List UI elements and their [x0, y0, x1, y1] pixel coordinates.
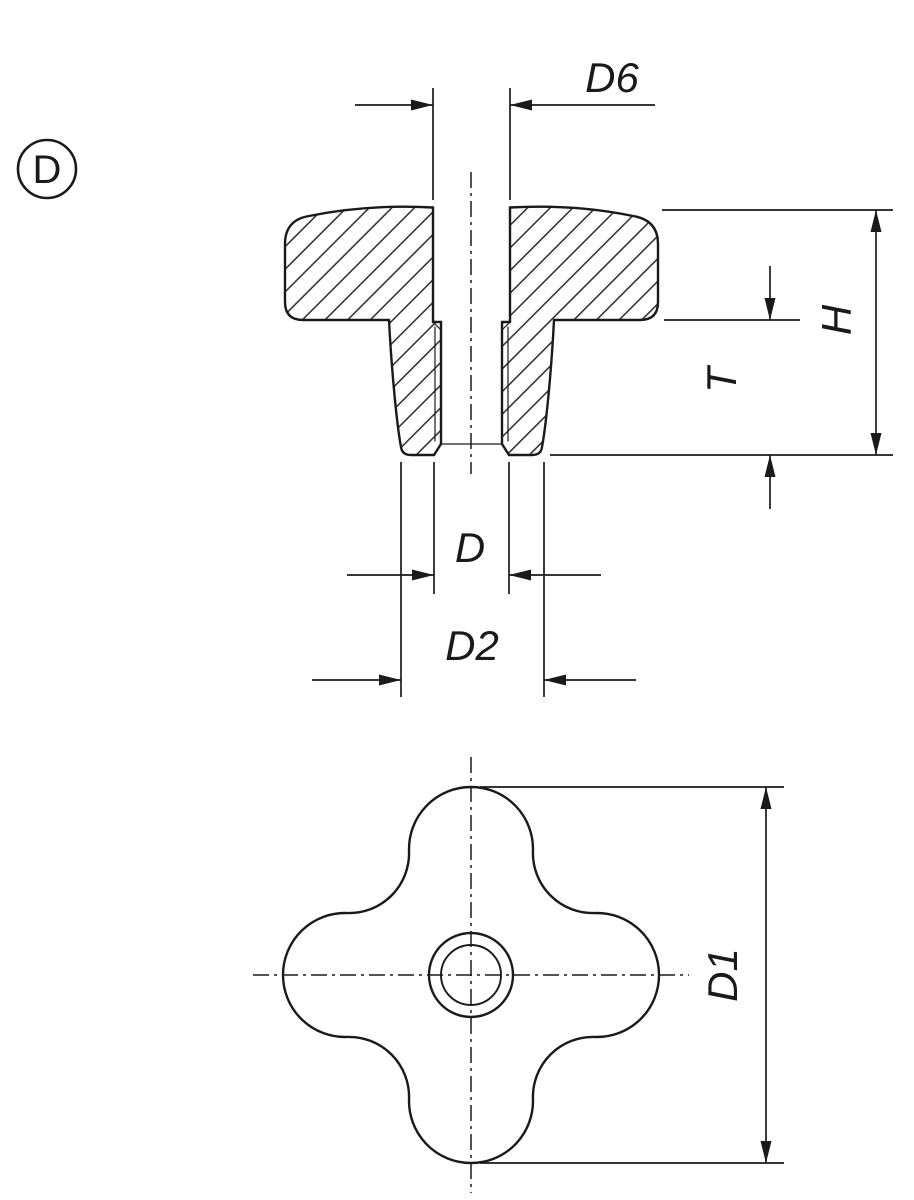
d1-arrow-bottom	[760, 1141, 772, 1163]
view-label-letter: D	[33, 148, 62, 192]
bore-bottom-chamfer-left	[432, 442, 443, 457]
view-label: D	[16, 138, 78, 200]
section-hatch-area	[285, 206, 658, 455]
t-arrow-bottom	[764, 455, 776, 477]
dim-label-d6: D6	[585, 54, 639, 101]
t-arrow-top	[764, 298, 776, 320]
h-arrow-top	[870, 210, 882, 232]
d2-arrow-right	[544, 674, 566, 686]
dim-label-d: D	[455, 524, 485, 571]
dimension-h: H	[550, 209, 893, 456]
bore-bottom-chamfer-right	[500, 442, 511, 457]
bore-inner-circle	[440, 944, 502, 1006]
d-arrow-right	[509, 569, 531, 581]
dim-label-d1: D1	[699, 948, 746, 1002]
dim-label-d2: D2	[445, 622, 499, 669]
d-arrow-left	[412, 569, 434, 581]
plan-view	[253, 757, 689, 1193]
section-view	[283, 172, 660, 474]
d6-arrow-left	[411, 99, 433, 111]
dimension-d: D	[347, 462, 601, 594]
section-outline-right	[507, 205, 660, 457]
dimension-t: T	[664, 266, 800, 509]
d2-arrow-left	[379, 674, 401, 686]
d1-arrow-top	[760, 787, 772, 809]
dimension-d6: D6	[355, 54, 655, 200]
dim-label-h: H	[813, 304, 860, 335]
dimension-d1: D1	[480, 786, 784, 1164]
view-label-circle	[16, 138, 78, 200]
section-outline-left	[283, 205, 436, 457]
d6-arrow-right	[510, 99, 532, 111]
bore-outer-circle	[427, 931, 515, 1019]
palm-grip-outline	[281, 785, 661, 1165]
thread-chamfer-top-left	[432, 321, 442, 331]
dim-label-t: T	[698, 364, 745, 393]
thread-chamfer-top-right	[501, 321, 511, 331]
dimension-d2: D2	[312, 462, 636, 697]
h-arrow-bottom	[870, 433, 882, 455]
